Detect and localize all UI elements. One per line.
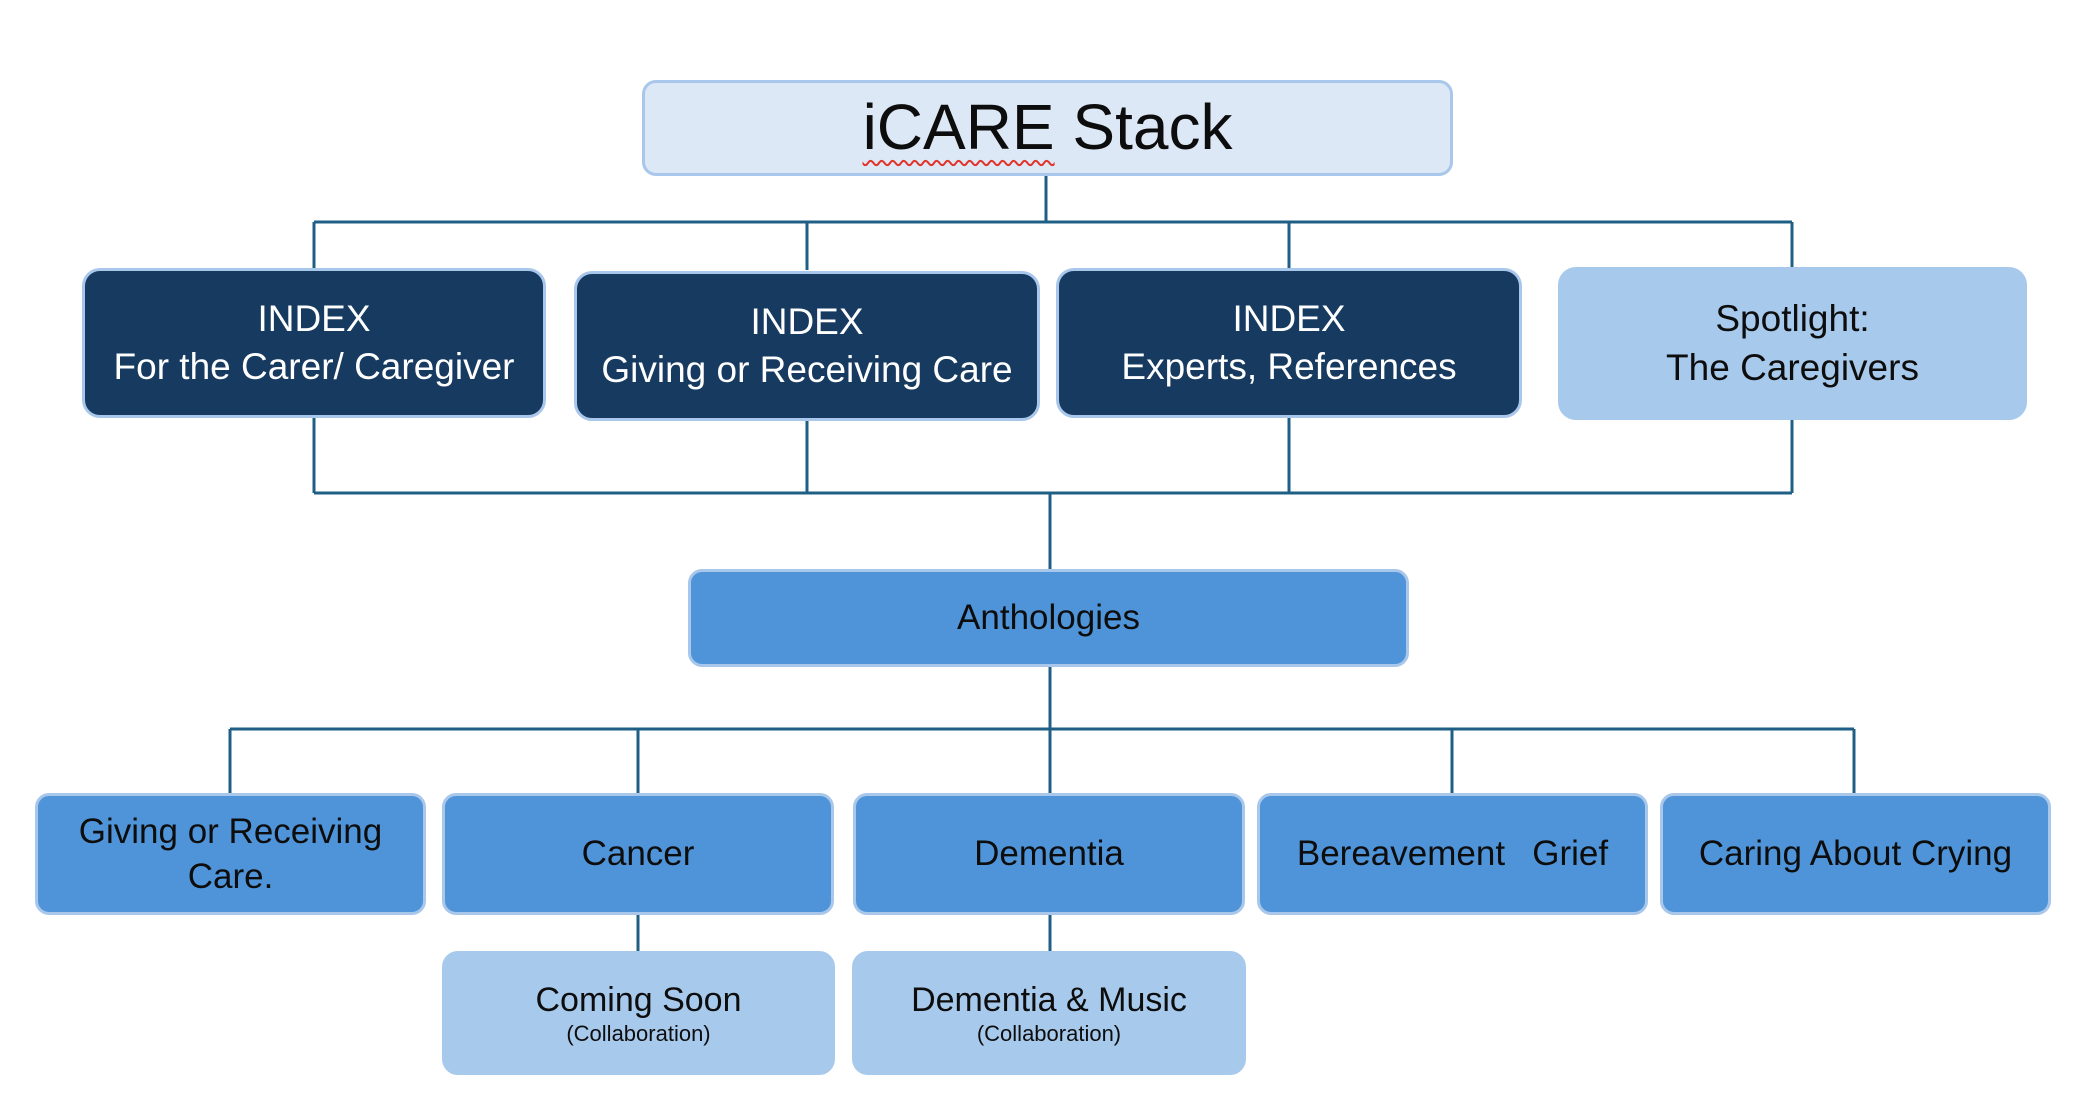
index-node-giving-receiving-care: INDEX Giving or Receiving Care bbox=[574, 271, 1040, 421]
root-node-icare-stack: iCARE Stack bbox=[642, 80, 1453, 176]
index-node-experts-references: INDEX Experts, References bbox=[1056, 268, 1522, 418]
root-title-suffix: Stack bbox=[1054, 91, 1233, 164]
category-node-bereavement-grief: Bereavement Grief bbox=[1257, 793, 1648, 915]
index-node-heading: INDEX bbox=[750, 300, 864, 342]
index-node-subtitle: For the Carer/ Caregiver bbox=[113, 346, 515, 387]
category-label: Bereavement Grief bbox=[1296, 834, 1609, 874]
anthologies-label: Anthologies bbox=[957, 598, 1140, 638]
category-node-giving-receiving-care: Giving or Receiving Care. bbox=[35, 793, 426, 915]
root-title-icare: iCARE bbox=[862, 91, 1055, 164]
category-label: Caring About Crying bbox=[1698, 834, 2013, 874]
subitem-title: Coming Soon bbox=[535, 980, 742, 1019]
category-node-caring-about-crying: Caring About Crying bbox=[1660, 793, 2051, 915]
subitem-title: Dementia & Music bbox=[911, 980, 1187, 1019]
spotlight-node-caregivers: Spotlight: The Caregivers bbox=[1558, 267, 2027, 420]
spotlight-heading: Spotlight: bbox=[1715, 298, 1870, 340]
subitem-node-dementia-music: Dementia & Music (Collaboration) bbox=[852, 951, 1246, 1075]
index-node-subtitle: Giving or Receiving Care bbox=[601, 349, 1013, 390]
category-node-dementia: Dementia bbox=[853, 793, 1245, 915]
category-label: Cancer bbox=[581, 834, 695, 874]
category-node-cancer: Cancer bbox=[442, 793, 834, 915]
subitem-note: (Collaboration) bbox=[976, 1021, 1122, 1047]
index-node-heading: INDEX bbox=[257, 297, 371, 339]
root-title: iCARE Stack bbox=[863, 86, 1233, 169]
subitem-note: (Collaboration) bbox=[566, 1021, 711, 1047]
index-node-subtitle: Experts, References bbox=[1121, 346, 1457, 387]
anthologies-node: Anthologies bbox=[688, 569, 1409, 667]
category-label: Dementia bbox=[974, 834, 1124, 874]
index-node-heading: INDEX bbox=[1232, 297, 1346, 339]
subitem-node-coming-soon: Coming Soon (Collaboration) bbox=[442, 951, 835, 1075]
category-label-line-2: Care. bbox=[187, 857, 274, 896]
index-node-carer: INDEX For the Carer/ Caregiver bbox=[82, 268, 546, 418]
category-label-line-1: Giving or Receiving bbox=[78, 811, 383, 851]
spotlight-subtitle: The Caregivers bbox=[1666, 346, 1919, 388]
